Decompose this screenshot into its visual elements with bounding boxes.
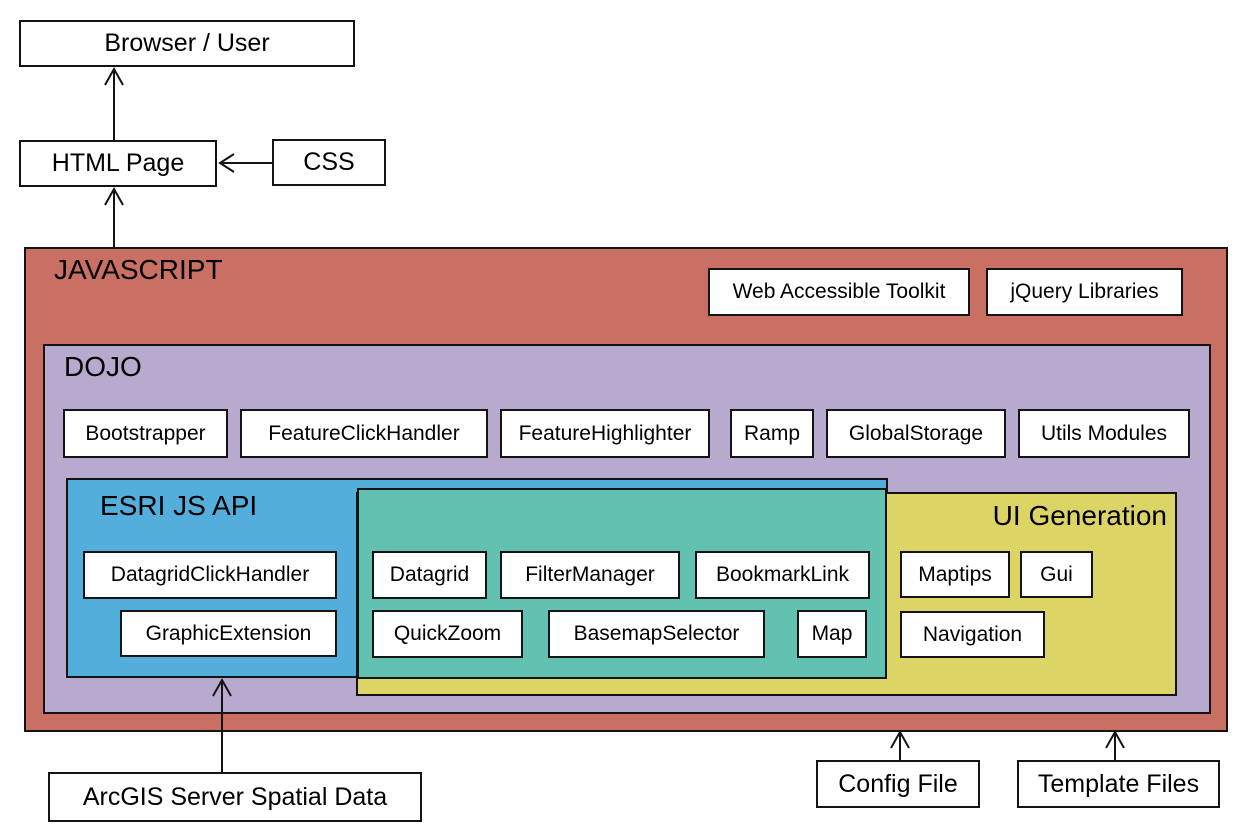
module-filtermanager: FilterManager xyxy=(500,551,680,599)
label-dojo: DOJO xyxy=(64,351,142,382)
module-bookmarklink: BookmarkLink xyxy=(695,551,870,599)
box-html-page: HTML Page xyxy=(19,140,217,187)
arrow-htmlpage-to-browser xyxy=(104,66,124,140)
arrow-configfile-to-javascript xyxy=(890,729,910,760)
box-arcgis-server-spatial-data: ArcGIS Server Spatial Data xyxy=(48,772,422,822)
arrow-templatefiles-to-javascript xyxy=(1105,729,1125,760)
module-featureclickhandler: FeatureClickHandler xyxy=(240,409,488,458)
module-datagridclickhandler: DatagridClickHandler xyxy=(83,551,337,599)
module-featurehighlighter: FeatureHighlighter xyxy=(500,409,710,458)
box-browser-user: Browser / User xyxy=(19,20,355,67)
module-ramp: Ramp xyxy=(730,409,814,458)
arrow-javascript-to-htmlpage xyxy=(104,186,124,247)
box-config-file: Config File xyxy=(816,760,980,808)
box-template-files: Template Files xyxy=(1017,760,1220,808)
module-globalstorage: GlobalStorage xyxy=(826,409,1006,458)
module-jquery-libraries: jQuery Libraries xyxy=(986,268,1183,316)
module-map: Map xyxy=(797,610,867,658)
box-css: CSS xyxy=(272,139,386,186)
label-esri-js-api: ESRI JS API xyxy=(100,490,258,521)
label-ui-generation: UI Generation xyxy=(992,500,1167,531)
arrow-css-to-htmlpage xyxy=(218,153,272,173)
module-bootstrapper: Bootstrapper xyxy=(63,409,228,458)
module-basemapselector: BasemapSelector xyxy=(548,610,765,658)
module-graphicextension: GraphicExtension xyxy=(120,610,337,657)
module-quickzoom: QuickZoom xyxy=(372,610,523,658)
module-datagrid: Datagrid xyxy=(372,551,487,599)
module-navigation: Navigation xyxy=(900,611,1045,658)
module-web-accessible-toolkit: Web Accessible Toolkit xyxy=(708,268,970,316)
module-gui: Gui xyxy=(1020,551,1093,598)
label-javascript: JAVASCRIPT xyxy=(54,254,223,285)
module-maptips: Maptips xyxy=(900,551,1010,598)
module-utils-modules: Utils Modules xyxy=(1018,409,1190,458)
